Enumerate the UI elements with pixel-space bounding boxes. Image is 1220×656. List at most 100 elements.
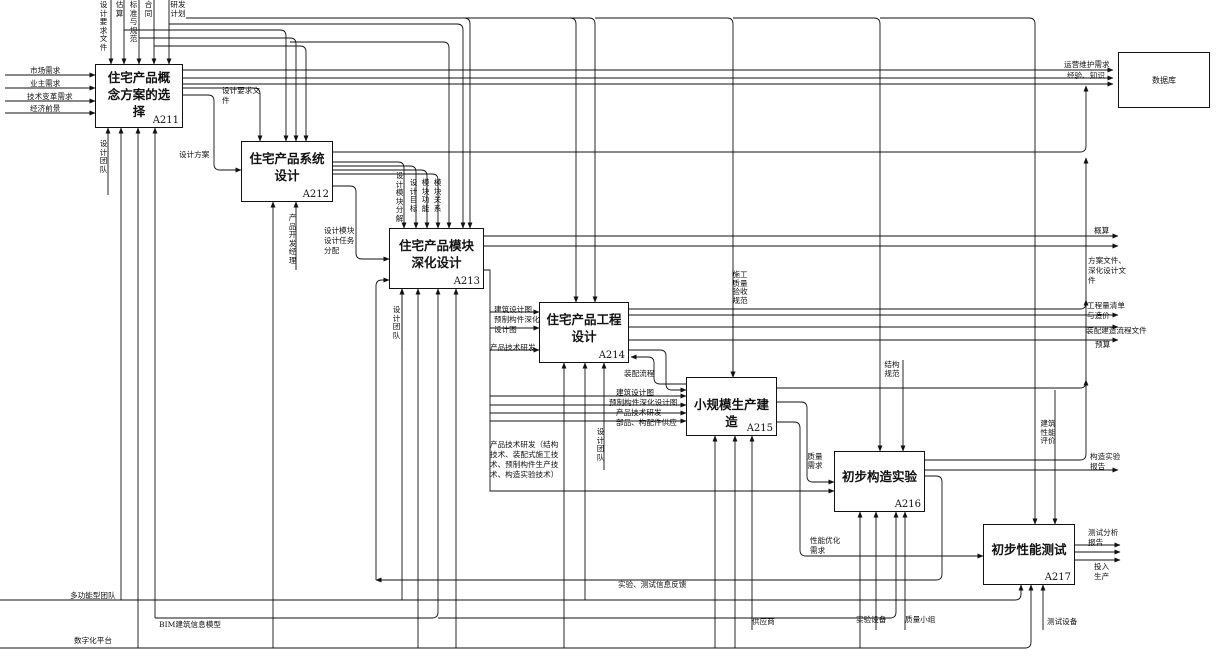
- label-assembly-flow: 装配流程: [624, 369, 655, 378]
- label-product-tech-rd-2: 产品技术研发: [616, 408, 662, 417]
- label-quality-group: 质量小组: [905, 615, 936, 624]
- arrow-bim-a216: [438, 511, 899, 619]
- label-feedback: 实验、测试信息反馈: [618, 580, 687, 589]
- label-product-tech-long: 产品技术研发（结构技术、装配式施工技术、预制构件生产技术、构造实验技术）: [490, 440, 559, 479]
- box-a212[interactable]: 住宅产品系统设计 A212: [241, 141, 333, 202]
- arrow-a213-to-a214-1: [484, 269, 540, 315]
- arrow-assembly-flow: [630, 354, 686, 385]
- arrow-a212-to-a213: [333, 185, 390, 262]
- control-rd-plan: 研发计划: [170, 0, 186, 18]
- box-a213-code: A213: [453, 276, 480, 287]
- label-product-dev-manager: 产品开发经理: [288, 213, 297, 265]
- arrow-rdplan-a213: [169, 23, 466, 229]
- box-a212-code: A212: [302, 189, 329, 200]
- box-a213[interactable]: 住宅产品模块深化设计 A213: [389, 228, 484, 289]
- input-tech-demand: 技术变革需求: [27, 92, 73, 101]
- arrow-a215-db: [777, 299, 1089, 389]
- box-a211[interactable]: 住宅产品概念方案的选择 A211: [95, 64, 183, 128]
- label-prefab-drawings-2: 预制构件深化设计图: [609, 398, 678, 407]
- input-market-demand: 市场需求: [30, 66, 61, 75]
- label-supplier: 供应商: [752, 617, 775, 626]
- label-design-plan: 设计方案: [179, 150, 210, 159]
- box-a217[interactable]: 初步性能测试 A217: [983, 524, 1075, 585]
- arrow-digital: [0, 584, 1034, 649]
- control-estimate: 估算: [115, 0, 124, 18]
- control-contract: 合同: [144, 0, 153, 18]
- label-structure-spec: 结构规范: [884, 360, 900, 378]
- output-production: 投入生产: [1094, 562, 1110, 581]
- input-owner-demand: 业主需求: [30, 79, 61, 88]
- output-rough-budget: 概算: [1094, 226, 1110, 235]
- label-quality-req: 质量需求: [807, 452, 823, 470]
- arrow-module-relation: [333, 173, 441, 229]
- label-design-team-a213: 设计团队: [392, 305, 401, 340]
- arrow-module-function: [333, 169, 430, 229]
- label-prefab-drawings: 预制构件深化设计图: [494, 315, 540, 334]
- control-standards: 标准与规范: [129, 0, 138, 44]
- arrow-a215-to-a216: [777, 401, 835, 485]
- arrow-top-a217: [880, 17, 1038, 525]
- arrow-top-a216: [733, 17, 883, 452]
- arrow-a212-db: [333, 85, 1089, 153]
- arrow-module-split: [333, 161, 407, 229]
- arrow-a214-to-a215: [629, 349, 687, 393]
- arrow-a216-db: [925, 379, 1089, 461]
- arrow-top-a215: [595, 17, 736, 378]
- box-a213-title: 住宅产品模块深化设计: [398, 238, 474, 270]
- box-a212-title: 住宅产品系统设计: [249, 151, 325, 183]
- box-a215-code: A215: [746, 423, 773, 434]
- arrow-top-a214-b: [470, 17, 598, 303]
- arrow-a215-to-a217: [777, 421, 984, 559]
- arrow-a214-db: [629, 157, 1089, 310]
- box-a211-title: 住宅产品概念方案的选择: [107, 70, 171, 119]
- output-scheme-docs: 方案文件、深化设计文件: [1088, 256, 1126, 285]
- box-a215[interactable]: 小规模生产建造 A215: [686, 377, 777, 436]
- box-a217-title: 初步性能测试: [991, 542, 1067, 557]
- box-a214-title: 住宅产品工程设计: [546, 312, 622, 344]
- arrow-design-req-a212: [183, 87, 263, 142]
- label-design-req-docs-a212: 设计要求文件: [222, 86, 260, 105]
- label-parts-supply: 部品、构配件供应: [616, 418, 677, 427]
- box-a216[interactable]: 初步构造实验 A216: [834, 451, 925, 512]
- arrow-a216-to-a217: [375, 475, 943, 583]
- label-perf-opt-req: 性能优化需求: [810, 536, 841, 555]
- output-experience: 经验、知识: [1067, 71, 1105, 80]
- label-arch-drawings-2: 建筑设计图: [616, 388, 654, 397]
- label-design-goal: 设计目标: [409, 178, 418, 213]
- label-module-split: 设计模块分解: [395, 171, 404, 223]
- box-a215-title: 小规模生产建造: [693, 397, 769, 429]
- database-box[interactable]: 数据库: [1118, 52, 1210, 108]
- arrow-bim-h: [155, 288, 441, 619]
- output-test-report: 测试分析报告: [1088, 528, 1119, 547]
- output-assembly-docs: 装配建造流程文件: [1086, 326, 1147, 335]
- arrow-top-a213-c: [290, 41, 452, 229]
- label-module-relation: 模块关系: [433, 178, 442, 213]
- box-a214-code: A214: [598, 350, 625, 361]
- input-economy: 经济前景: [30, 104, 61, 113]
- box-a214[interactable]: 住宅产品工程设计 A214: [539, 302, 629, 363]
- control-design-req-docs: 设计要求文件: [99, 0, 108, 52]
- box-a211-code: A211: [152, 115, 179, 126]
- output-budget: 预算: [1095, 340, 1111, 349]
- arrow-design-goal: [333, 165, 419, 229]
- label-construction-quality: 施工质量验收规范: [732, 270, 748, 305]
- arrow-estimate-a212: [124, 29, 289, 142]
- arrow-feedback: [375, 277, 390, 580]
- label-arch-drawings: 建筑设计图: [494, 305, 532, 314]
- label-test-equipment: 实验设备: [856, 615, 887, 624]
- box-a216-code: A216: [894, 499, 921, 510]
- arrow-a211-to-a212: [183, 94, 242, 173]
- arrow-a213-to-a216: [489, 421, 835, 494]
- arrow-team-a211: [0, 584, 1024, 601]
- output-op-maint: 运营维护需求: [1064, 60, 1110, 69]
- output-bill-cost: 工程量清单与造价: [1087, 301, 1125, 320]
- box-a217-code: A217: [1044, 572, 1071, 583]
- label-multi-team: 多功能型团队: [70, 591, 116, 600]
- label-testing-equipment: 测试设备: [1047, 617, 1078, 626]
- label-product-tech-rd: 产品技术研发: [490, 343, 536, 352]
- label-building-perf-eval: 建筑性能评价: [1040, 419, 1056, 446]
- label-bim-model: BIM建筑信息模型: [159, 620, 221, 629]
- label-module-task: 设计模块设计任务分配: [324, 226, 355, 255]
- output-construct-report: 构造实验报告: [1090, 452, 1121, 471]
